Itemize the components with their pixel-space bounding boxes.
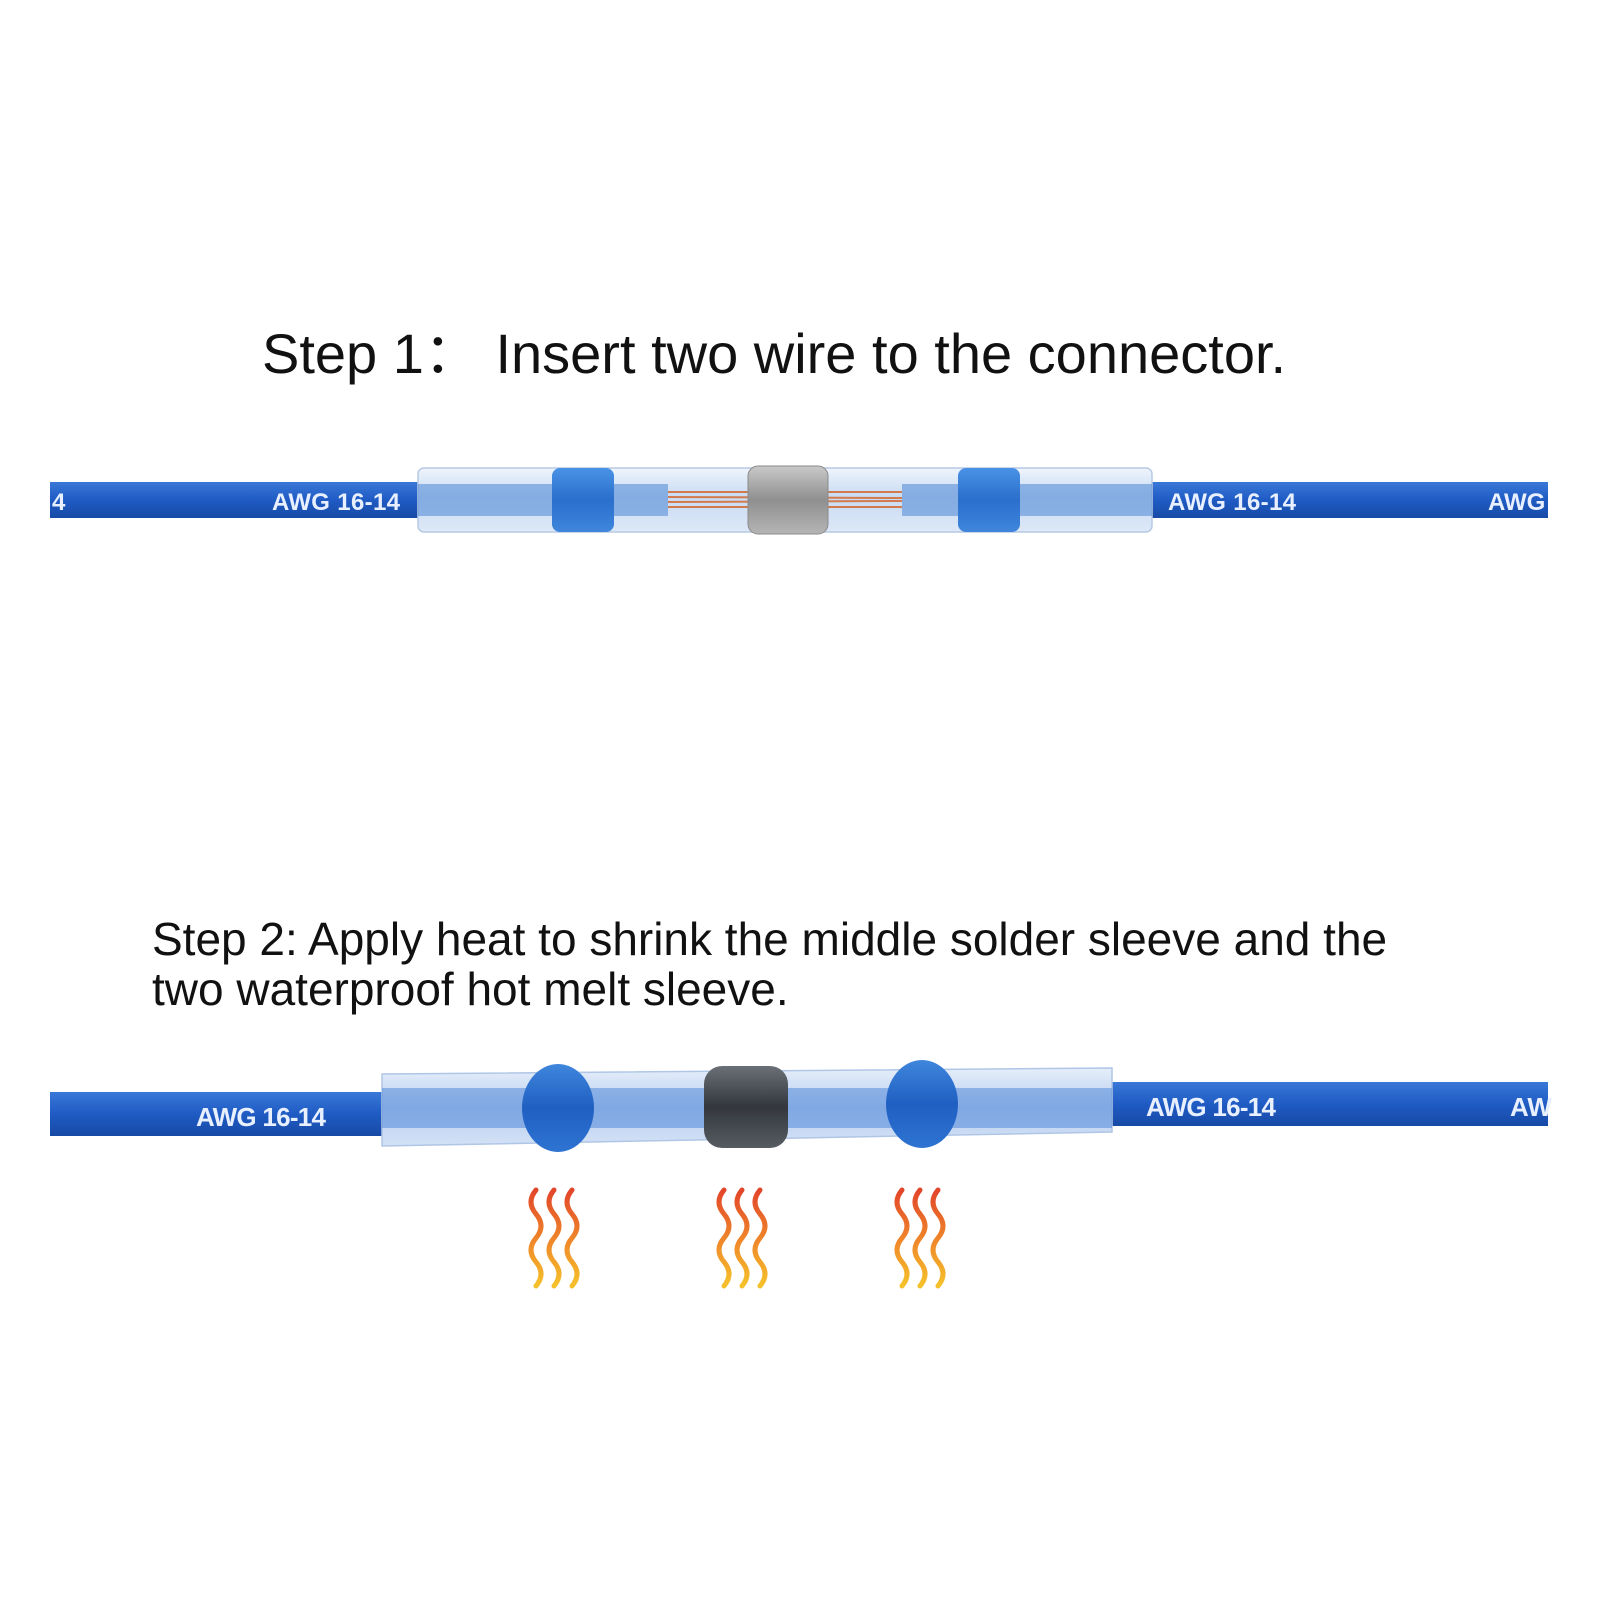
shrunk-solder-sleeve bbox=[704, 1066, 788, 1148]
step1-connector-diagram: 4 AWG 16-14 AWG 16-14 AWG bbox=[50, 465, 1548, 535]
wire-label: AWG bbox=[1488, 489, 1545, 516]
wire-label: AW bbox=[1510, 1092, 1552, 1122]
melt-ring-right bbox=[886, 1060, 958, 1148]
step2-title-line2: two waterproof hot melt sleeve. bbox=[152, 963, 789, 1015]
wire-label: AWG 16-14 bbox=[1168, 489, 1297, 516]
wire-right bbox=[1100, 1082, 1548, 1126]
heat-wave-icon bbox=[528, 1187, 580, 1289]
wire-right bbox=[1138, 482, 1548, 518]
step2-title: Step 2: Apply heat to shrink the middle … bbox=[152, 914, 1552, 1014]
wire-left bbox=[50, 482, 422, 518]
step2-title-line1: Step 2: Apply heat to shrink the middle … bbox=[152, 913, 1388, 965]
wire-label: AWG 16-14 bbox=[272, 489, 401, 516]
heat-wave-icon bbox=[894, 1187, 946, 1289]
step1-title: Step 1： Insert two wire to the connector… bbox=[262, 322, 1287, 385]
heat-wave-icon bbox=[716, 1187, 768, 1289]
wire-label: AWG 16-14 bbox=[1146, 1092, 1277, 1122]
solder-sleeve bbox=[747, 465, 829, 535]
wire-label: 4 bbox=[52, 489, 66, 516]
melt-ring-left bbox=[552, 468, 614, 532]
wire-left bbox=[50, 1092, 390, 1136]
melt-ring-right bbox=[958, 468, 1020, 532]
melt-ring-left bbox=[522, 1064, 594, 1152]
wire-label: AWG 16-14 bbox=[196, 1102, 327, 1132]
inner-wire-right bbox=[902, 484, 1152, 516]
inner-wire-left bbox=[418, 484, 668, 516]
step2-connector-diagram: AWG 16-14 AWG 16-14 AW bbox=[50, 1060, 1552, 1289]
